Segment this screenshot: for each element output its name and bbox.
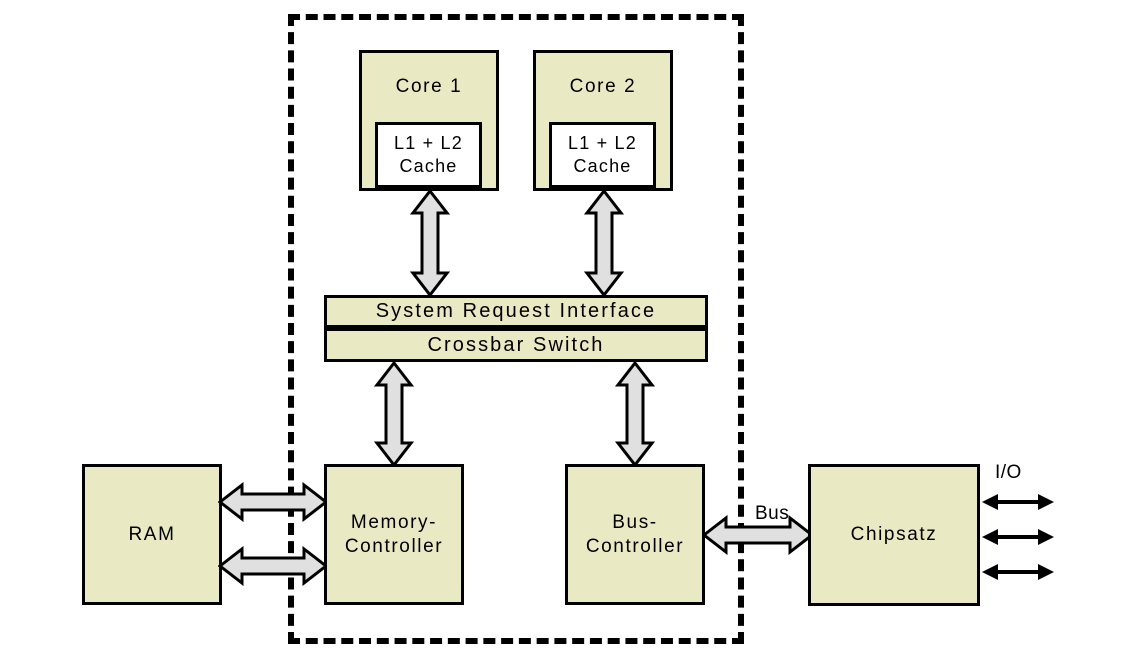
core-1-cache-label: L1 + L2 Cache — [394, 132, 463, 176]
crossbar-to-bus-controller-arrow — [615, 361, 655, 467]
chipset-io-arrow-3 — [982, 560, 1054, 584]
ram-block[interactable]: RAM — [82, 464, 222, 605]
bus-controller-label: Bus- Controller — [585, 511, 685, 557]
core-1-cache-block[interactable]: L1 + L2 Cache — [375, 122, 482, 188]
chipset-block[interactable]: Chipsatz — [808, 464, 980, 606]
core-1-label: Core 1 — [395, 76, 463, 97]
ram-to-memory-controller-lower-arrow — [218, 546, 328, 586]
bus-controller-block[interactable]: Bus- Controller — [565, 464, 705, 605]
bus-label: Bus — [755, 503, 790, 524]
chipset-label: Chipsatz — [850, 524, 938, 546]
ram-label: RAM — [128, 523, 176, 545]
memory-controller-label: Memory- Controller — [344, 511, 444, 557]
crossbar-switch-bar[interactable]: Crossbar Switch — [324, 328, 708, 362]
crossbar-to-memory-controller-arrow — [374, 361, 414, 467]
core-1-to-sri-arrow — [410, 189, 450, 297]
memory-controller-block[interactable]: Memory- Controller — [324, 464, 464, 605]
crossbar-switch-label: Crossbar Switch — [427, 333, 605, 356]
cpu-die-boundary — [288, 14, 744, 644]
chipset-io-arrow-1 — [982, 490, 1054, 514]
core-2-cache-block[interactable]: L1 + L2 Cache — [549, 122, 656, 188]
system-request-interface-label: System Request Interface — [375, 300, 657, 322]
core-2-cache-label: L1 + L2 Cache — [568, 132, 637, 176]
system-request-interface-bar[interactable]: System Request Interface — [324, 295, 708, 328]
core-2-to-sri-arrow — [584, 189, 624, 297]
ram-to-memory-controller-upper-arrow — [218, 482, 328, 522]
chipset-io-arrow-2 — [982, 525, 1054, 549]
io-label: I/O — [995, 462, 1022, 483]
core-2-label: Core 2 — [569, 76, 637, 97]
